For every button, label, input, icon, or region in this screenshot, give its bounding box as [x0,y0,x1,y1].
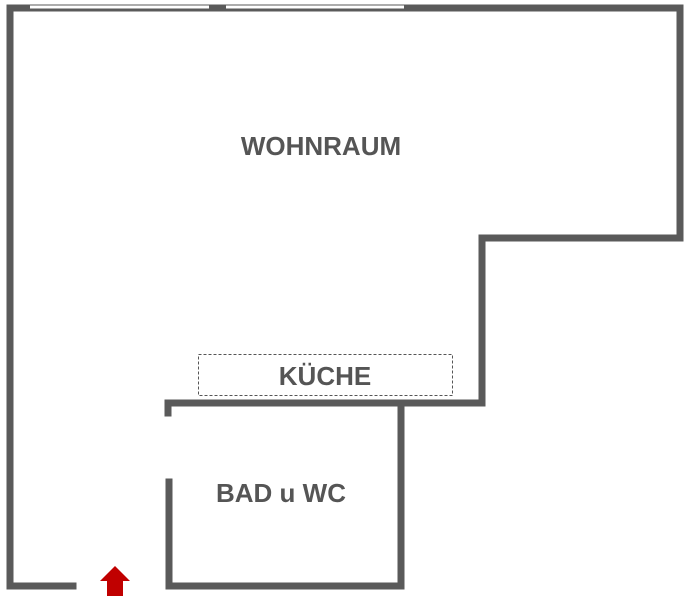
kitchen-area [198,354,453,396]
room-label-bad: BAD u WC [216,478,346,508]
room-label-kueche: KÜCHE [278,361,372,391]
arrow-up-icon [100,566,130,596]
outer-wall [6,4,684,590]
room-label-wohnraum: WOHNRAUM [240,131,402,161]
bath-wall [165,399,405,590]
